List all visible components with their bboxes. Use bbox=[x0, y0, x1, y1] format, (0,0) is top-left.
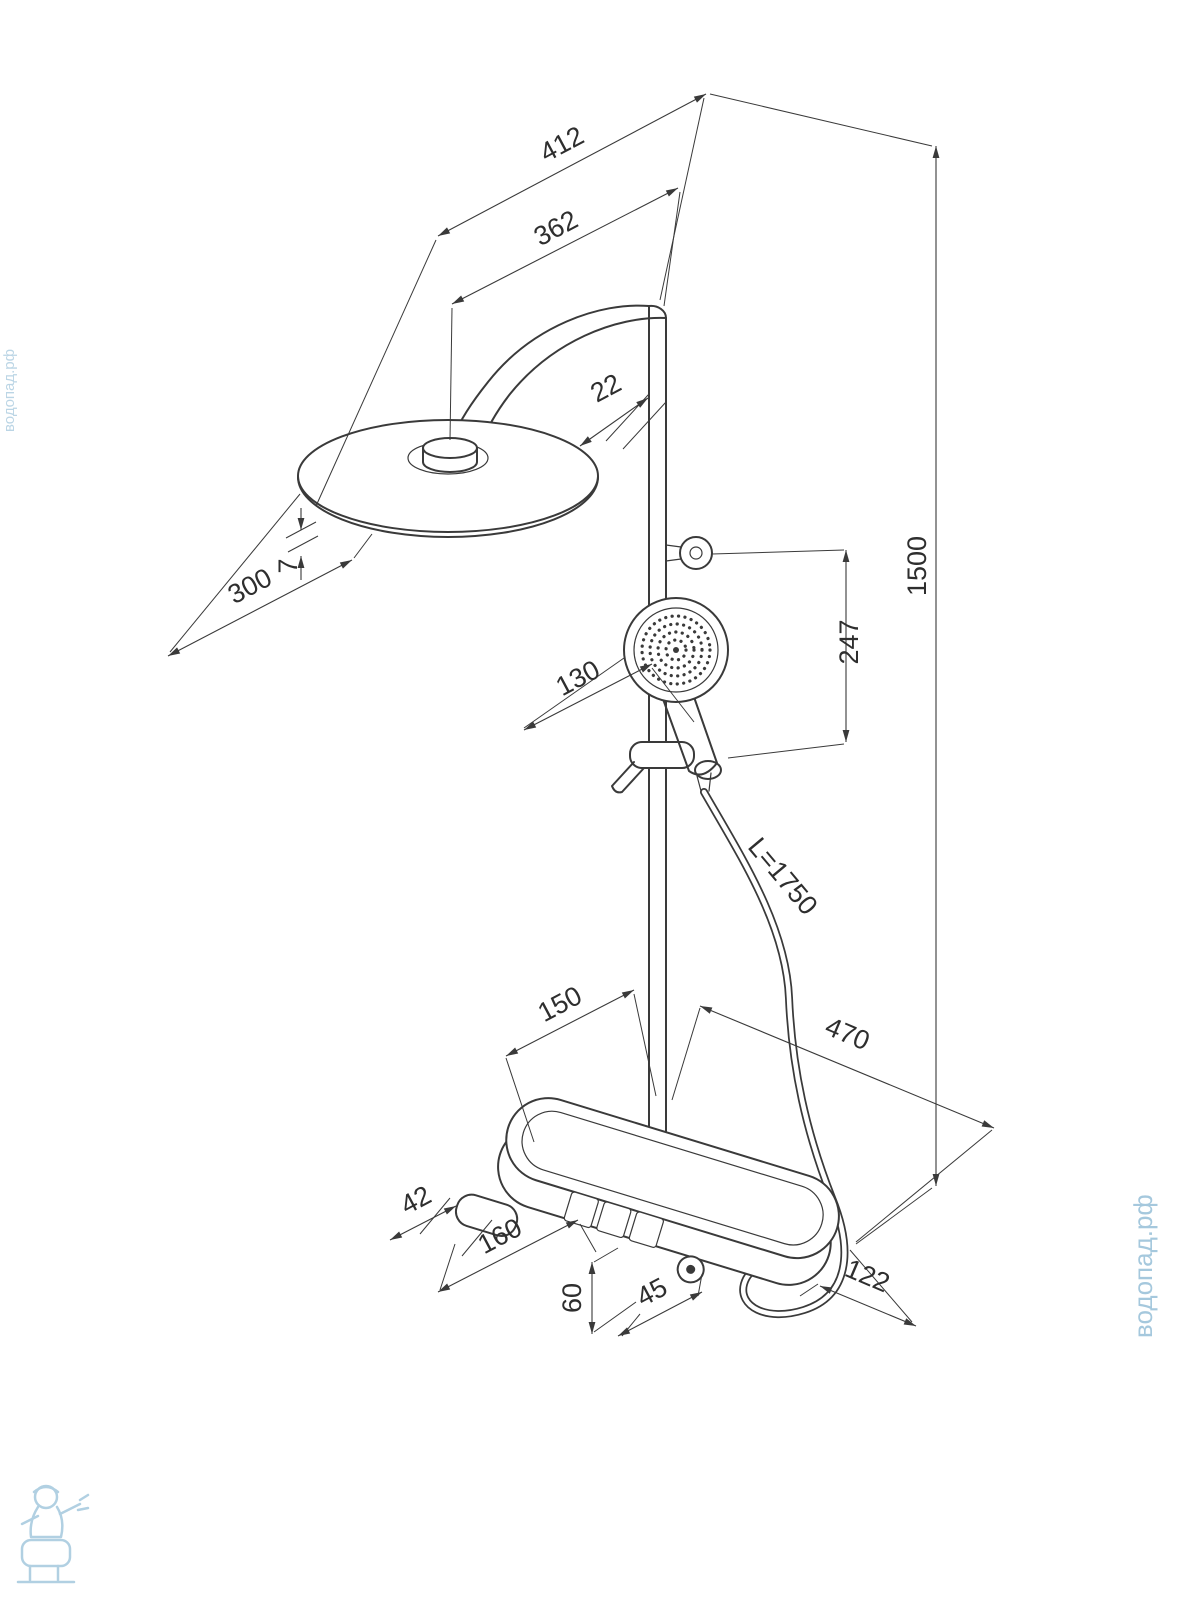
dim-label-247: 247 bbox=[834, 619, 864, 664]
temperature-knob bbox=[676, 1255, 705, 1284]
shower-rail bbox=[648, 304, 668, 1163]
watermark-text-small: водопад.рф bbox=[1, 349, 18, 432]
rain-shower-head bbox=[297, 304, 667, 538]
dimension-lines bbox=[167, 93, 995, 1337]
wall-bracket bbox=[665, 536, 713, 570]
watermark-logo bbox=[16, 1484, 90, 1584]
dim-label-45: 45 bbox=[631, 1272, 672, 1313]
dim-label-22: 22 bbox=[585, 368, 626, 409]
shelf-tray bbox=[521, 1110, 824, 1246]
dim-label-362: 362 bbox=[529, 204, 583, 252]
dim-label-470: 470 bbox=[821, 1011, 874, 1056]
mixer-shelf bbox=[454, 1097, 840, 1286]
dim-label-1500: 1500 bbox=[902, 536, 932, 596]
dim-label-60: 60 bbox=[557, 1283, 587, 1313]
dim-label-130: 130 bbox=[551, 654, 605, 702]
dim-label-7: 7 bbox=[273, 558, 303, 573]
watermark-text: водопад.рф bbox=[1128, 1194, 1158, 1338]
dim-label-300: 300 bbox=[223, 562, 277, 610]
dim-label-150: 150 bbox=[533, 980, 587, 1028]
shelf-buttons bbox=[563, 1191, 664, 1248]
dim-label-42: 42 bbox=[395, 1180, 436, 1221]
